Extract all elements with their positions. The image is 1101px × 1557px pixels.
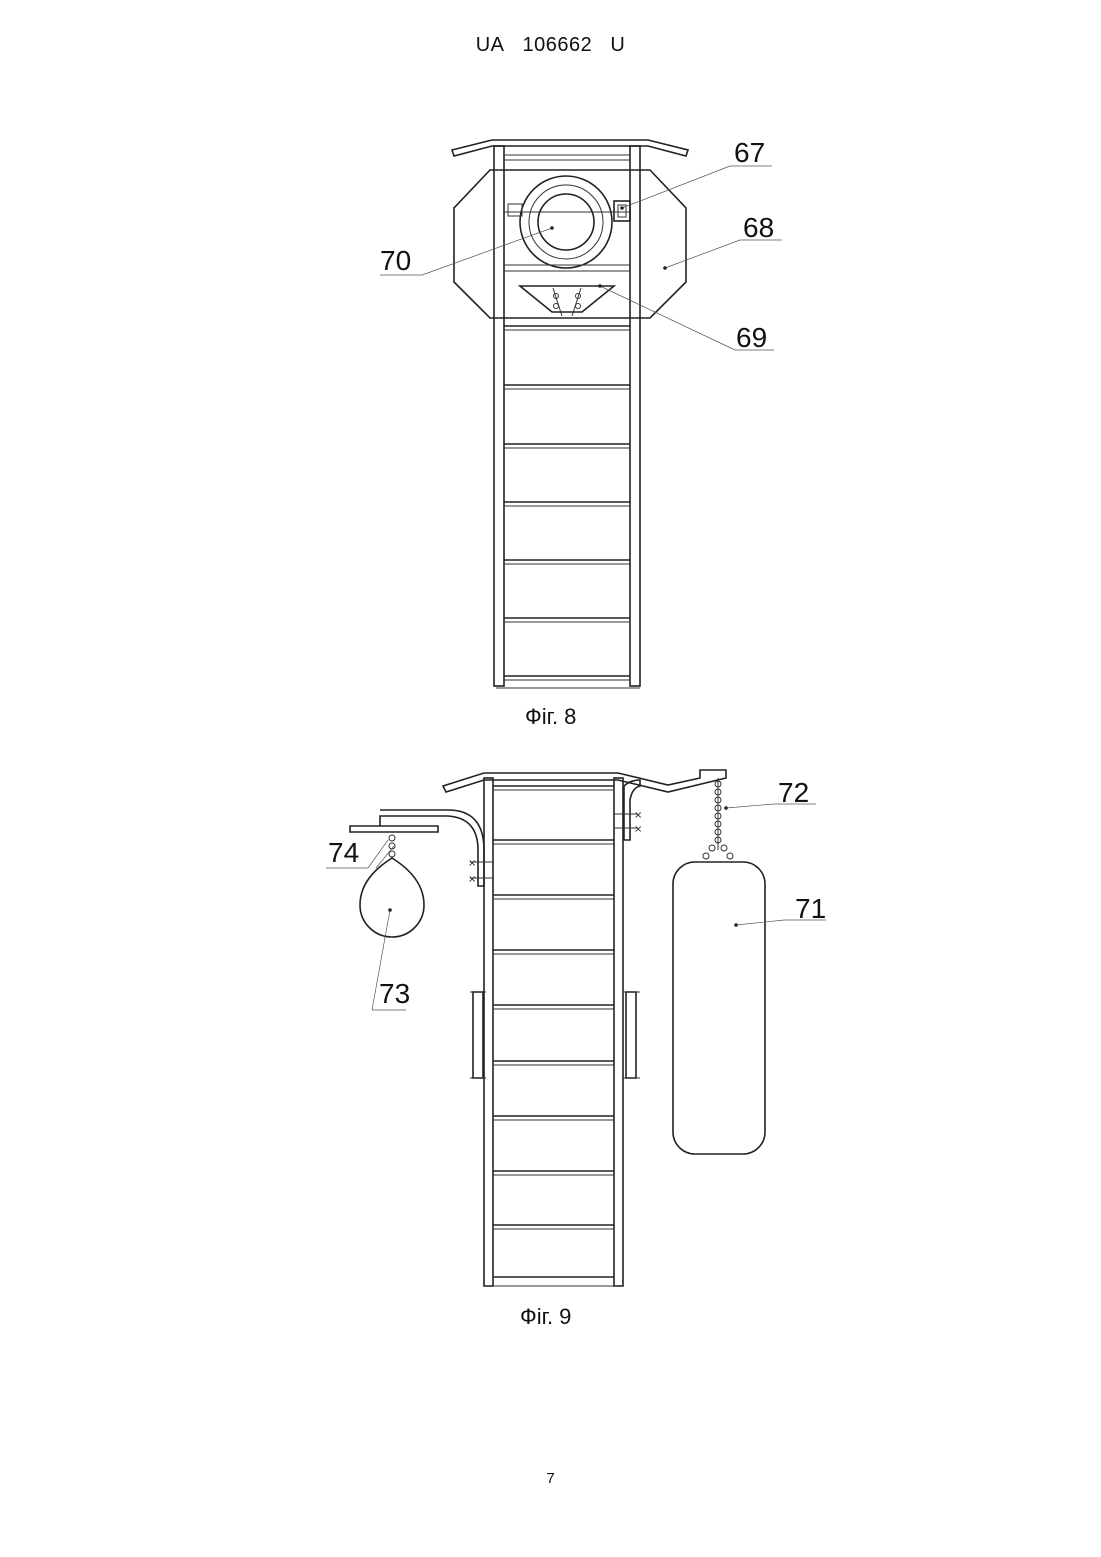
svg-text:×: × [634, 810, 642, 821]
fig9-rungs [493, 786, 614, 1277]
fig9-right-rail [614, 778, 623, 1286]
fig8-top-bar [452, 140, 688, 156]
svg-text:×: × [468, 874, 476, 885]
label-67: 67 [734, 137, 765, 168]
fig9-left-rail [484, 778, 493, 1286]
label-71: 71 [795, 893, 826, 924]
figure-9: × × × × [326, 770, 826, 1329]
fig8-board [454, 170, 686, 318]
fig9-left-arm [350, 826, 438, 832]
label-72: 72 [778, 777, 809, 808]
figure-9-caption: Фіг. 9 [520, 1304, 571, 1329]
fig9-right-handle [626, 992, 636, 1078]
label-73: 73 [379, 978, 410, 1009]
page-number: 7 [0, 1470, 1101, 1487]
fig8-ring-outer [520, 176, 612, 268]
fig8-right-rail [630, 146, 640, 686]
fig8-ring-inner [538, 194, 594, 250]
svg-text:×: × [468, 858, 476, 869]
fig9-speed-bag [360, 858, 424, 937]
fig9-heavy-bag [673, 862, 765, 1154]
label-69: 69 [736, 322, 767, 353]
label-68: 68 [743, 212, 774, 243]
fig8-bracket [614, 201, 630, 221]
fig8-left-rail [494, 146, 504, 686]
label-74: 74 [328, 837, 359, 868]
svg-text:×: × [634, 824, 642, 835]
fig8-rungs [504, 326, 630, 680]
figure-8-caption: Фіг. 8 [525, 704, 576, 729]
label-70: 70 [380, 245, 411, 276]
fig8-shelf [520, 286, 614, 312]
fig9-left-handle [473, 992, 483, 1078]
figure-8: 67 68 69 70 Фіг. 8 [380, 137, 782, 729]
fig9-top-bar [443, 770, 726, 792]
